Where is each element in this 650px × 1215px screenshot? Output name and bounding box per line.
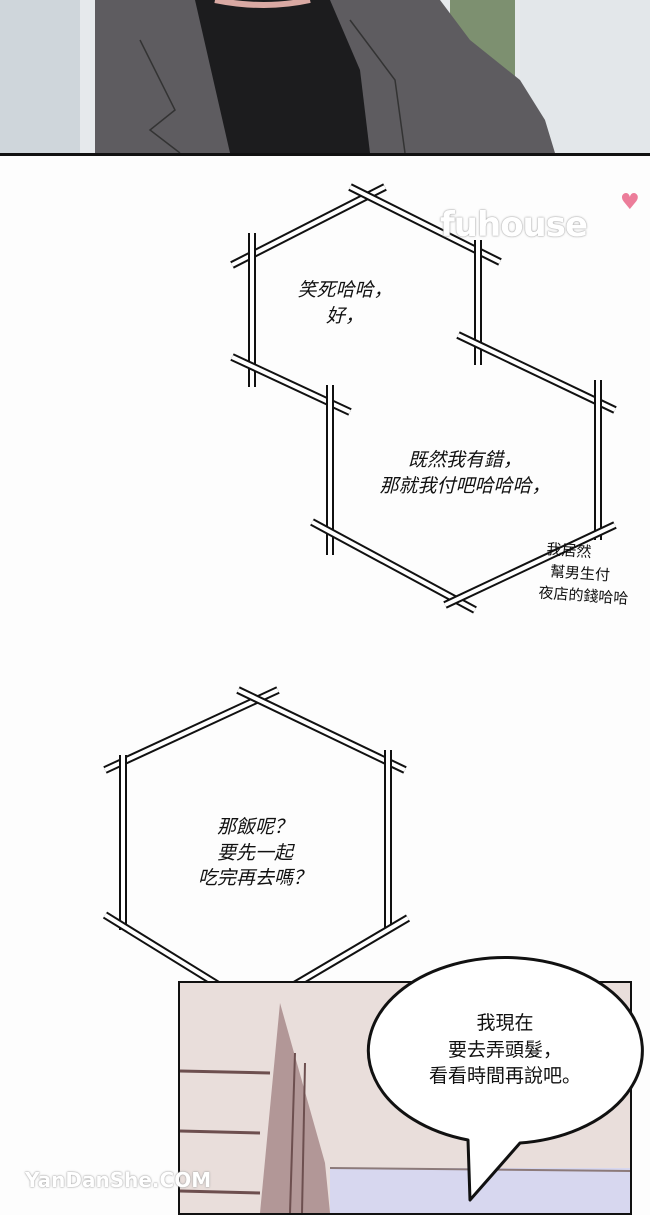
heart-icon: ♥ [620, 190, 640, 215]
bubble-line: 那就我付吧哈哈哈， [379, 474, 551, 497]
thought-bubble-1: 笑死哈哈， 好， [270, 278, 420, 329]
bubble-line: 既然我有錯， [407, 449, 522, 471]
thought-bubble-2: 既然我有錯， 那就我付吧哈哈哈， [345, 448, 585, 499]
fuhouse-watermark: fuhouse [440, 205, 588, 245]
bubble-line: 看看時間再說吧。 [428, 1065, 581, 1088]
speech-bubble: 我現在 要去弄頭髮， 看看時間再說吧。 [395, 1010, 615, 1090]
hexagon-frame-segment [444, 523, 616, 607]
yandanshe-watermark: YanDanShe.COM [25, 1168, 212, 1192]
thought-bubble-3: 那飯呢？ 要先一起 吃完再去嗎？ [160, 815, 350, 892]
hexagon-frame-segment [231, 185, 386, 267]
bubble-line: 要先一起 [216, 841, 293, 864]
hexagon-frame-segment [237, 688, 406, 772]
bubble-line: 我現在 [476, 1012, 534, 1034]
bubble-line: 好， [325, 304, 364, 327]
hexagon-frame-segment [457, 333, 616, 412]
bubble-line: 笑死哈哈， [297, 279, 393, 301]
side-comment: 我居然 幫男生付 夜店的錢哈哈 [488, 535, 632, 610]
hexagon-frame-segment [311, 520, 476, 612]
bubble-line: 那飯呢？ [216, 816, 293, 838]
hexagon-frame-segment [104, 688, 279, 772]
top-comic-panel [0, 0, 650, 156]
bubble-line: 要去弄頭髮， [447, 1038, 562, 1061]
character-illustration [0, 0, 650, 153]
bubble-line: 吃完再去嗎？ [197, 867, 312, 890]
